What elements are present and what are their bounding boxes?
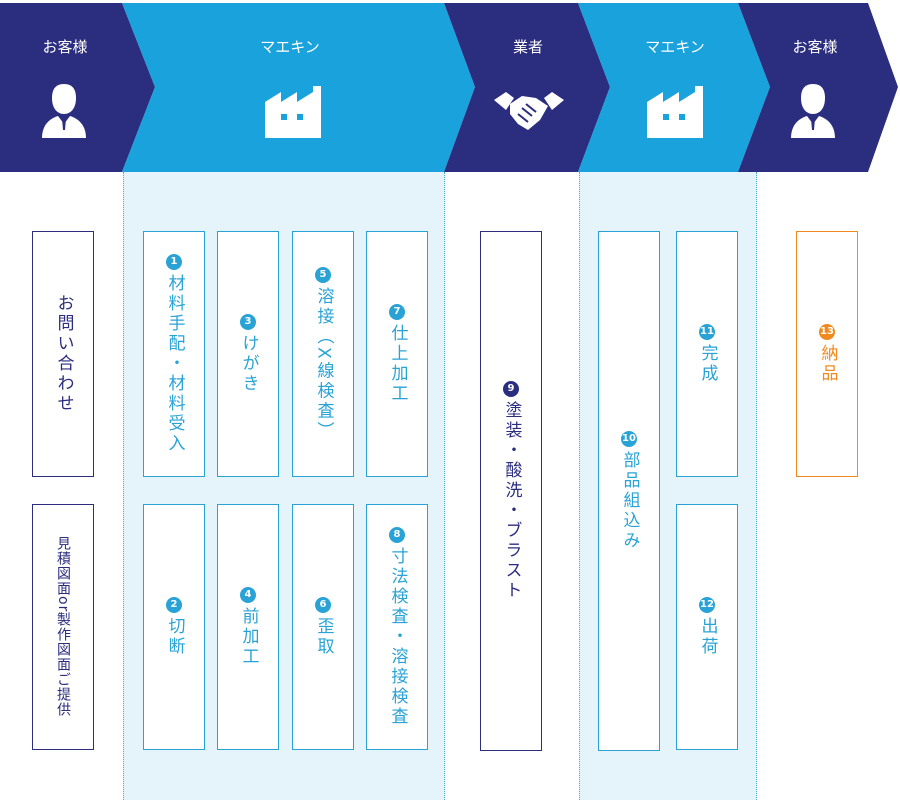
- stage-label-maekin-2: マエキン: [645, 38, 705, 56]
- step-13: 13 納品: [796, 231, 858, 477]
- header-chevron-band: [0, 3, 898, 172]
- step-6-text: 歪取: [313, 617, 334, 657]
- step-estimate-drawings-text: 見積図面or製作図面ご提供: [55, 536, 71, 718]
- step-number-badge: 9: [503, 381, 519, 397]
- person-icon: [42, 84, 86, 138]
- step-number-badge: 8: [389, 527, 405, 543]
- factory-icon: [647, 86, 703, 138]
- step-1: 1 材料手配・材料受入: [143, 231, 205, 477]
- step-9-text: 塗装・酸洗・ブラスト: [501, 401, 522, 601]
- step-7: 7 仕上加工: [366, 231, 428, 477]
- step-7-text: 仕上加工: [387, 324, 408, 404]
- step-number-badge: 4: [240, 587, 256, 603]
- step-2: 2 切断: [143, 504, 205, 750]
- step-10-text: 部品組込み: [619, 451, 640, 551]
- step-inquiry: お問い合わせ: [32, 231, 94, 477]
- step-number-badge: 5: [315, 266, 331, 283]
- stage-customer-chevron: [0, 3, 155, 172]
- step-number-badge: 6: [315, 597, 331, 613]
- step-11-text: 完成: [697, 344, 718, 384]
- step-number-badge: 13: [819, 324, 835, 340]
- step-estimate-drawings: 見積図面or製作図面ご提供: [32, 504, 94, 750]
- stage-maekin-chevron: [122, 3, 475, 172]
- step-number-badge: 2: [166, 597, 182, 613]
- stage-maekin2-chevron: [578, 3, 770, 172]
- stage-vendor-chevron: [444, 3, 610, 172]
- step-6: 6 歪取: [292, 504, 354, 750]
- step-3-text: けがき: [238, 334, 259, 394]
- stage-label-customer: お客様: [42, 38, 88, 56]
- step-10: 10 部品組込み: [598, 231, 660, 751]
- step-number-badge: 12: [699, 597, 715, 613]
- step-number-badge: 7: [389, 304, 405, 320]
- step-9: 9 塗装・酸洗・ブラスト: [480, 231, 542, 751]
- step-3: 3 けがき: [217, 231, 279, 477]
- factory-icon: [265, 86, 321, 138]
- step-5-text: 溶接（X線検査）: [313, 286, 334, 442]
- step-inquiry-text: お問い合わせ: [53, 294, 74, 414]
- step-4: 4 前加工: [217, 504, 279, 750]
- step-5: 5 溶接（X線検査）: [292, 231, 354, 477]
- stage-label-vendor: 業者: [512, 38, 543, 56]
- step-4-text: 前加工: [238, 607, 259, 667]
- step-2-text: 切断: [164, 617, 185, 657]
- step-12: 12 出荷: [676, 504, 738, 750]
- person-icon: [791, 84, 835, 138]
- handshake-icon: [494, 92, 564, 130]
- step-8: 8 寸法検査・溶接検査: [366, 504, 428, 750]
- step-number-badge: 1: [166, 254, 182, 270]
- step-number-badge: 10: [621, 431, 637, 447]
- step-11: 11 完成: [676, 231, 738, 477]
- stage-label-customer-2: お客様: [792, 38, 838, 56]
- step-12-text: 出荷: [697, 617, 718, 657]
- step-number-badge: 3: [240, 314, 256, 330]
- step-13-text: 納品: [817, 344, 838, 384]
- step-1-text: 材料手配・材料受入: [164, 274, 185, 454]
- step-8-text: 寸法検査・溶接検査: [387, 547, 408, 727]
- step-number-badge: 11: [699, 324, 715, 340]
- stage-label-maekin: マエキン: [260, 38, 320, 56]
